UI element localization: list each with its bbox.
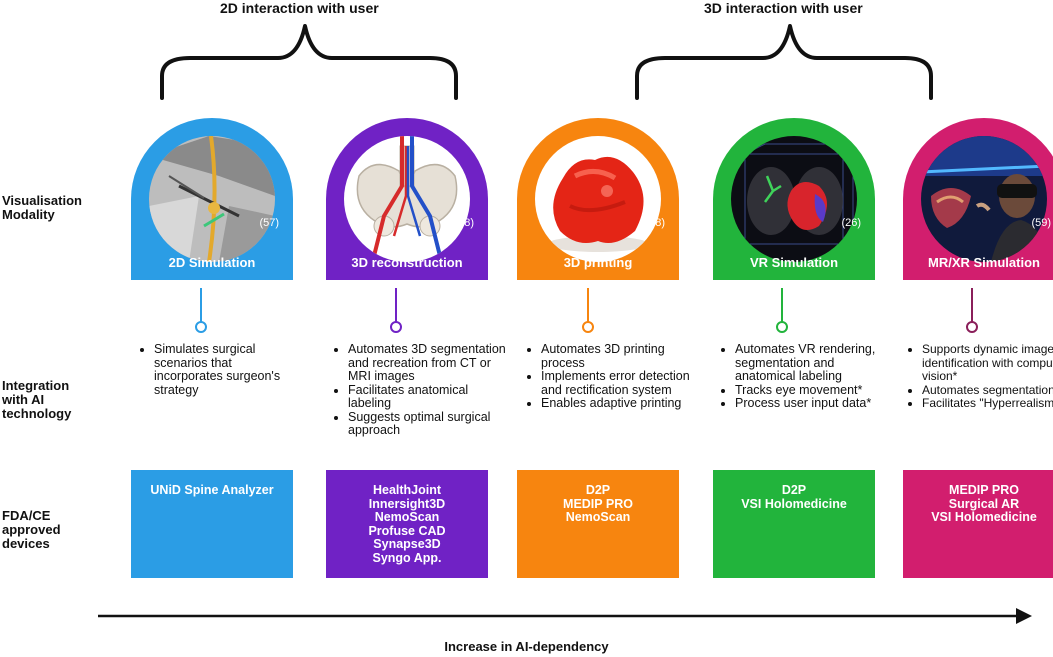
axis-label-ai-dependency: Increase in AI-dependency: [444, 639, 609, 654]
device-name: Syngo App.: [372, 550, 442, 565]
3d-printing-image-icon: [535, 136, 661, 262]
vr-simulation-image-icon: [731, 136, 857, 262]
device-name: NemoScan: [565, 510, 631, 524]
ai-feature: Simulates surgical scenarios that incorp…: [154, 342, 304, 397]
modality-card-mr-xr-simulation: (59) MR/XR Simulation: [903, 118, 1053, 280]
ai-feature: Process user input data*: [735, 396, 895, 411]
modality-name: 2D Simulation: [168, 255, 256, 270]
devices-box-2d-simulation: UNiD Spine Analyzer: [131, 470, 293, 578]
publication-count: (26): [841, 217, 861, 229]
device-name: Innersight3D: [368, 496, 446, 511]
header-3d-interaction: 3D interaction with user: [704, 0, 863, 16]
ai-feature: Implements error detection and rectifica…: [541, 369, 701, 397]
ai-feature: Enables adaptive printing: [541, 396, 701, 411]
device-name: VSI Holomedicine: [931, 510, 1037, 524]
ai-feature: Automates segmentation: [922, 383, 1053, 398]
publication-count: (57): [259, 217, 279, 229]
brace-3d-interaction: [635, 24, 933, 100]
connector-dot: [390, 321, 402, 333]
ai-feature: Facilitates anatomical labeling: [348, 383, 508, 411]
publication-count: (58): [645, 217, 665, 229]
device-name: Profuse CAD: [368, 523, 446, 538]
ai-feature: Automates VR rendering, segmentation and…: [735, 342, 895, 384]
ai-feature: Suggests optimal surgical approach: [348, 410, 508, 438]
device-name: MEDIP PRO: [563, 496, 633, 511]
device-name: UNiD Spine Analyzer: [150, 483, 274, 497]
devices-box-3d-reconstruction: HealthJoint Innersight3D NemoScan Profus…: [326, 470, 488, 578]
ai-features-list-3d-reconstruction: Automates 3D segmentation and recreation…: [330, 342, 508, 438]
ai-feature: Automates 3D segmentation and recreation…: [348, 342, 508, 384]
ai-feature: Facilitates "Hyperrealism"*: [922, 396, 1053, 411]
device-name: D2P: [781, 483, 807, 497]
ai-features-list-2d-simulation: Simulates surgical scenarios that incorp…: [136, 342, 304, 397]
modality-name: MR/XR Simulation: [928, 255, 1040, 270]
brace-2d-interaction: [160, 24, 458, 100]
device-name: NemoScan: [374, 510, 440, 524]
connector-line: [971, 288, 973, 322]
device-name: Synapse3D: [373, 537, 441, 551]
ai-feature: Supports dynamic image identification wi…: [922, 342, 1053, 384]
ai-dependency-arrow: [98, 608, 1032, 624]
publication-count: (59): [1031, 217, 1051, 229]
connector-line: [587, 288, 589, 322]
modality-card-2d-simulation: (57) 2D Simulation: [131, 118, 293, 280]
devices-box-3d-printing: D2P MEDIP PRO NemoScan: [517, 470, 679, 578]
row-label-visualisation-modality: Visualisation Modality: [2, 193, 82, 222]
modality-name: 3D reconstruction: [351, 255, 463, 270]
mr-xr-simulation-image-icon: [921, 136, 1047, 262]
ai-features-list-mr-xr-simulation: Supports dynamic image identification wi…: [904, 342, 1053, 411]
connector-line: [395, 288, 397, 322]
ai-features-list-3d-printing: Automates 3D printing process Implements…: [523, 342, 701, 411]
connector-dot: [966, 321, 978, 333]
connector-line: [200, 288, 202, 322]
device-name: HealthJoint: [372, 483, 442, 497]
ai-feature: Automates 3D printing process: [541, 342, 701, 370]
ai-features-list-vr-simulation: Automates VR rendering, segmentation and…: [717, 342, 895, 411]
devices-box-mr-xr-simulation: MEDIP PRO Surgical AR VSI Holomedicine: [903, 470, 1053, 578]
row-label-fda-ce-devices: FDA/CE approved devices: [2, 508, 61, 551]
header-2d-interaction: 2D interaction with user: [220, 0, 379, 16]
ai-feature: Tracks eye movement*: [735, 383, 895, 398]
modality-name: 3D printing: [563, 255, 633, 270]
publication-count: (18): [454, 217, 474, 229]
device-name: MEDIP PRO: [949, 483, 1019, 497]
modality-card-3d-reconstruction: (18) 3D reconstruction: [326, 118, 488, 280]
devices-box-vr-simulation: D2P VSI Holomedicine: [713, 470, 875, 578]
modality-name: VR Simulation: [749, 255, 839, 270]
modality-card-3d-printing: (58) 3D printing: [517, 118, 679, 280]
modality-card-vr-simulation: (26) VR Simulation: [713, 118, 875, 280]
connector-dot: [582, 321, 594, 333]
device-name: Surgical AR: [948, 496, 1020, 511]
connector-line: [781, 288, 783, 322]
2d-simulation-image-icon: [149, 136, 275, 262]
row-label-integration-ai: Integration with AI technology: [2, 378, 72, 421]
connector-dot: [776, 321, 788, 333]
connector-dot: [195, 321, 207, 333]
device-name: VSI Holomedicine: [741, 496, 847, 511]
device-name: D2P: [585, 483, 611, 497]
3d-reconstruction-image-icon: [344, 136, 470, 262]
